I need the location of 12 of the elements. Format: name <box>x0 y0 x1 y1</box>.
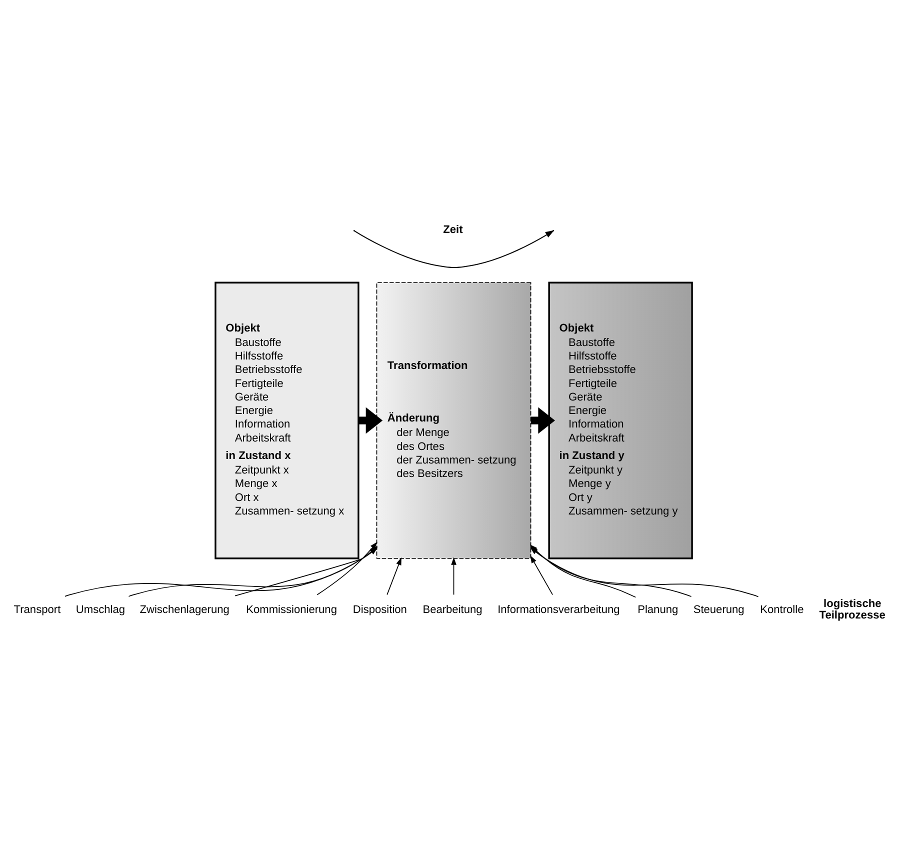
node-text: Disposition <box>352 604 407 616</box>
label: Zeit <box>443 224 463 236</box>
node-text: Bearbeitung <box>422 604 482 616</box>
node-text: Transport <box>14 604 61 616</box>
node-text: Informationsverarbeitung <box>498 604 620 616</box>
label: logistische Teilprozesse <box>819 598 886 622</box>
node-text: Kommissionierung <box>246 604 337 616</box>
node-text: Planung <box>638 604 678 616</box>
node-text: Umschlag <box>76 604 126 616</box>
node-text: Steuerung <box>693 604 744 616</box>
node-text: Kontrolle <box>760 604 804 616</box>
node-text: Zwischenlagerung <box>140 604 230 616</box>
